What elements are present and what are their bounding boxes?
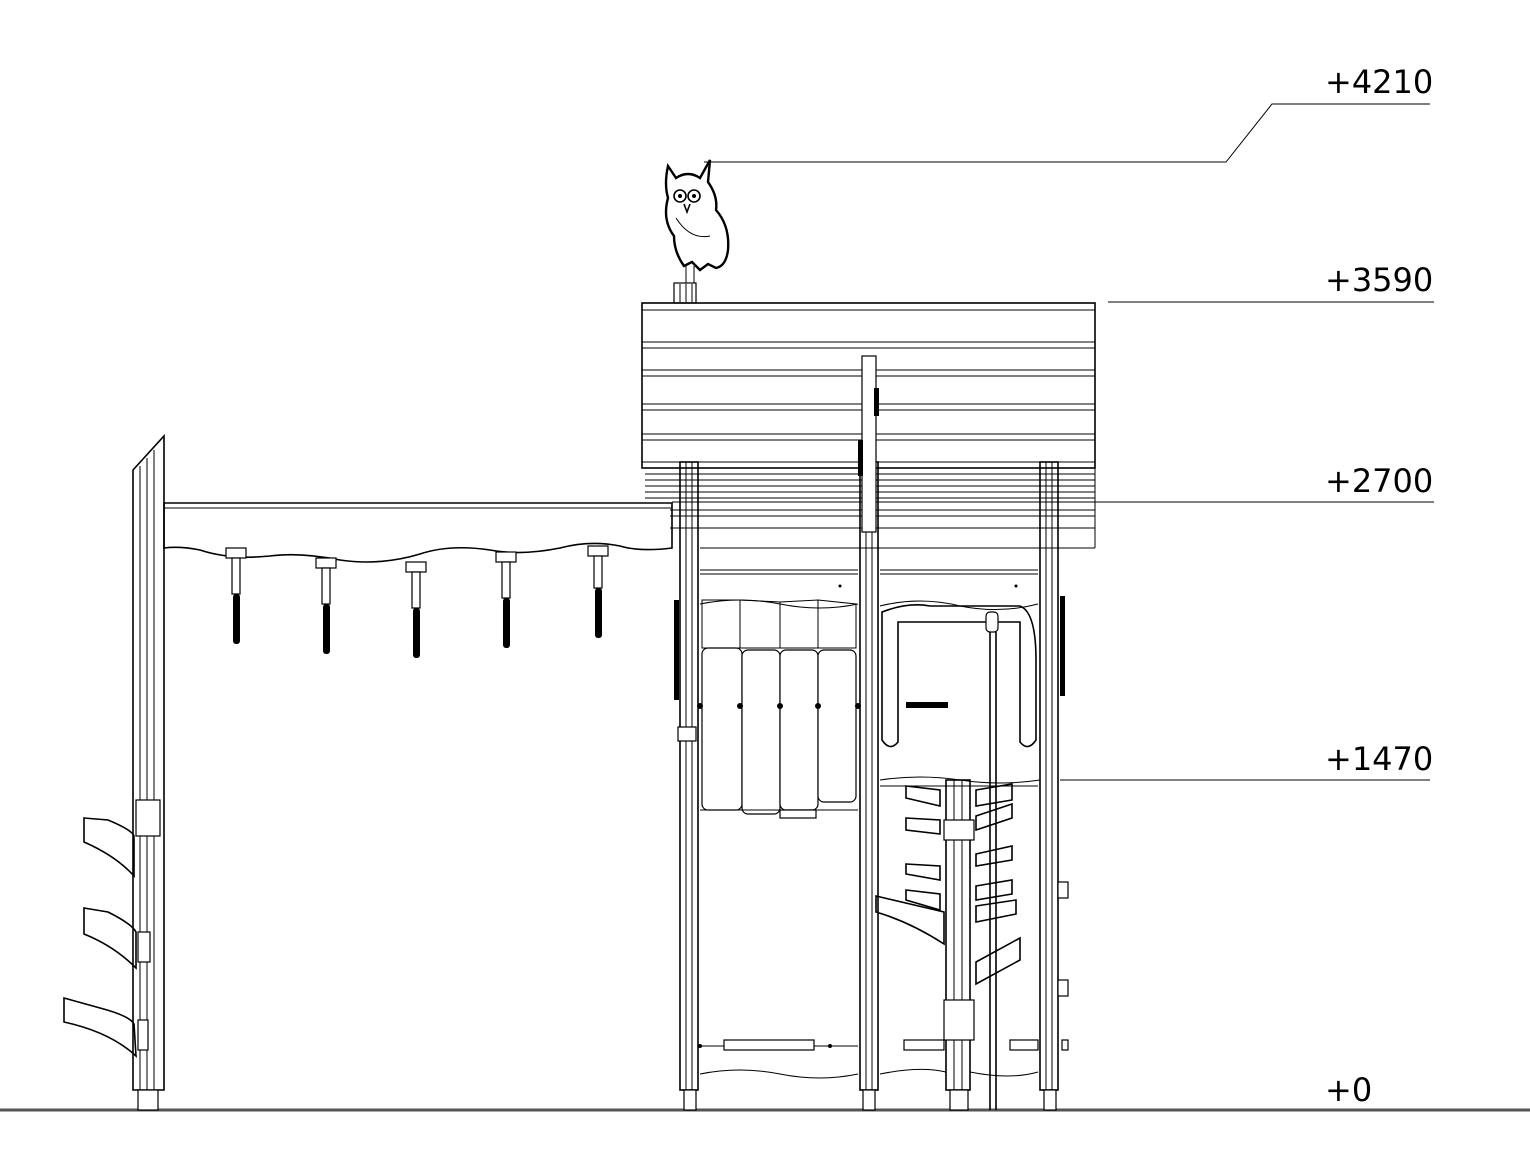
- hanging-grips: [225, 545, 609, 658]
- window-frame: [881, 604, 1037, 1110]
- hanging-grip: [315, 557, 337, 654]
- tower-post-right: [1039, 461, 1069, 1111]
- tower-post-middle: [858, 355, 879, 1111]
- hanging-grip: [225, 547, 247, 644]
- padded-panel: [697, 599, 861, 819]
- hanging-grip: [405, 561, 427, 658]
- hanging-grip: [587, 545, 609, 638]
- hanging-grip: [495, 551, 517, 648]
- level-2700: +2700: [672, 462, 1434, 503]
- level-4210: +4210: [704, 63, 1433, 163]
- tower-post-left: [674, 461, 699, 1111]
- level-label-2700: +2700: [1325, 462, 1433, 500]
- level-1470: +1470: [1060, 740, 1433, 781]
- upper-wall: [699, 569, 1039, 611]
- bottom-skirt: [698, 1039, 1069, 1079]
- level-label-0: +0: [1325, 1071, 1372, 1109]
- ladder: [875, 779, 1021, 1111]
- level-label-1470: +1470: [1325, 740, 1433, 778]
- level-0: +0: [1325, 1071, 1372, 1109]
- level-label-4210: +4210: [1325, 63, 1433, 101]
- left-climbing-post: [63, 433, 165, 1111]
- monkey-bar-beam: [163, 502, 673, 563]
- owl-figure-icon: [664, 159, 730, 304]
- level-label-3590: +3590: [1325, 261, 1433, 299]
- level-3590: +3590: [1108, 261, 1434, 303]
